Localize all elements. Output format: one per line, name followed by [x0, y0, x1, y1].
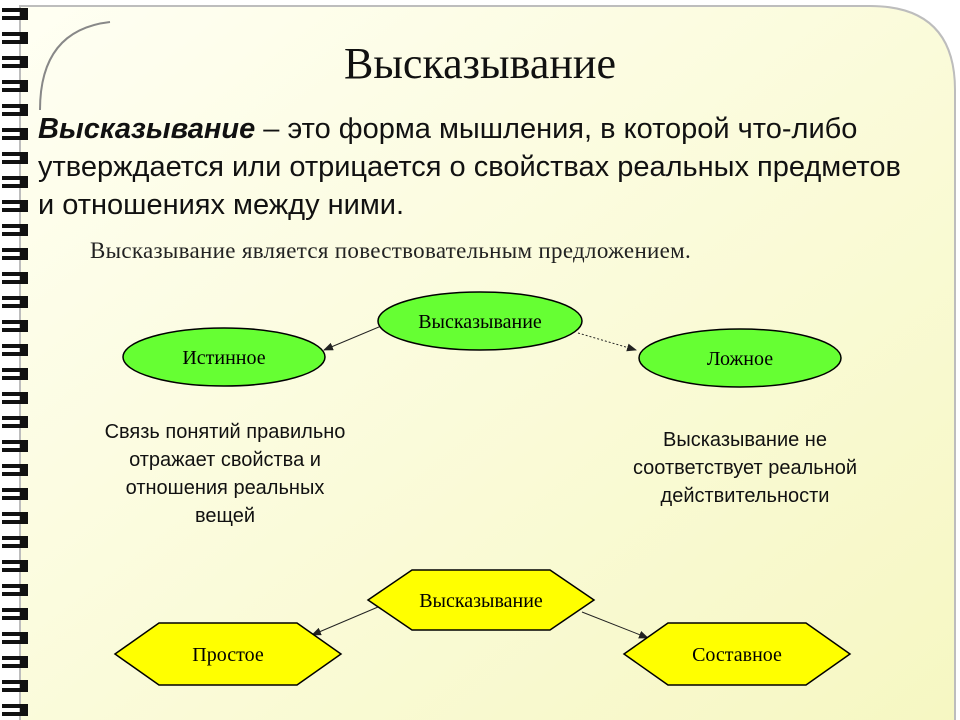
- binding-ring: [2, 176, 28, 188]
- page-title: Высказывание: [344, 39, 616, 88]
- node-false-label: Ложное: [707, 348, 773, 370]
- binding-ring: [2, 296, 28, 308]
- binding-ring: [2, 80, 28, 92]
- node-true-label: Истинное: [182, 347, 265, 369]
- binding-ring: [2, 440, 28, 452]
- binding-ring: [2, 656, 28, 668]
- binding-ring: [2, 152, 28, 164]
- binding-ring: [2, 344, 28, 356]
- note-text: Высказывание является повествовательным …: [90, 238, 692, 263]
- true-description: Связь понятий правильно отражает свойств…: [104, 421, 346, 527]
- definition-text: Высказывание – это форма мышления, в кот…: [38, 110, 918, 224]
- definition-body: – это форма мышления, в которой что-либо…: [38, 113, 901, 221]
- binding-ring: [2, 56, 28, 68]
- definition-term: Высказывание: [38, 113, 256, 145]
- spiral-binding: [2, 8, 28, 716]
- node-true: Истинное: [122, 327, 326, 387]
- false-description: Высказывание не соответствует реальной д…: [632, 429, 858, 507]
- binding-ring: [2, 464, 28, 476]
- binding-ring: [2, 536, 28, 548]
- hex-statement: Высказывание: [366, 569, 596, 631]
- binding-ring: [2, 104, 28, 116]
- binding-ring: [2, 608, 28, 620]
- binding-ring: [2, 200, 28, 212]
- binding-ring: [2, 224, 28, 236]
- node-statement-label: Высказывание: [418, 311, 542, 333]
- binding-ring: [2, 584, 28, 596]
- binding-ring: [2, 512, 28, 524]
- binding-ring: [2, 248, 28, 260]
- hex-compound-label: Составное: [692, 644, 782, 666]
- node-false: Ложное: [638, 328, 842, 388]
- connector-false: [577, 332, 637, 352]
- hex-simple: Простое: [113, 622, 343, 686]
- binding-ring: [2, 488, 28, 500]
- binding-ring: [2, 320, 28, 332]
- binding-ring: [2, 392, 28, 404]
- binding-ring: [2, 704, 28, 716]
- binding-ring: [2, 8, 28, 20]
- binding-ring: [2, 416, 28, 428]
- node-statement: Высказывание: [377, 291, 583, 351]
- binding-ring: [2, 560, 28, 572]
- hex-compound: Составное: [622, 622, 852, 686]
- connector-compound: [581, 611, 649, 639]
- binding-ring: [2, 632, 28, 644]
- hex-statement-label: Высказывание: [419, 590, 543, 612]
- binding-ring: [2, 272, 28, 284]
- binding-ring: [2, 680, 28, 692]
- connector-true: [323, 323, 387, 351]
- binding-ring: [2, 32, 28, 44]
- binding-ring: [2, 128, 28, 140]
- binding-ring: [2, 368, 28, 380]
- connector-simple: [311, 606, 379, 636]
- hex-simple-label: Простое: [192, 644, 264, 666]
